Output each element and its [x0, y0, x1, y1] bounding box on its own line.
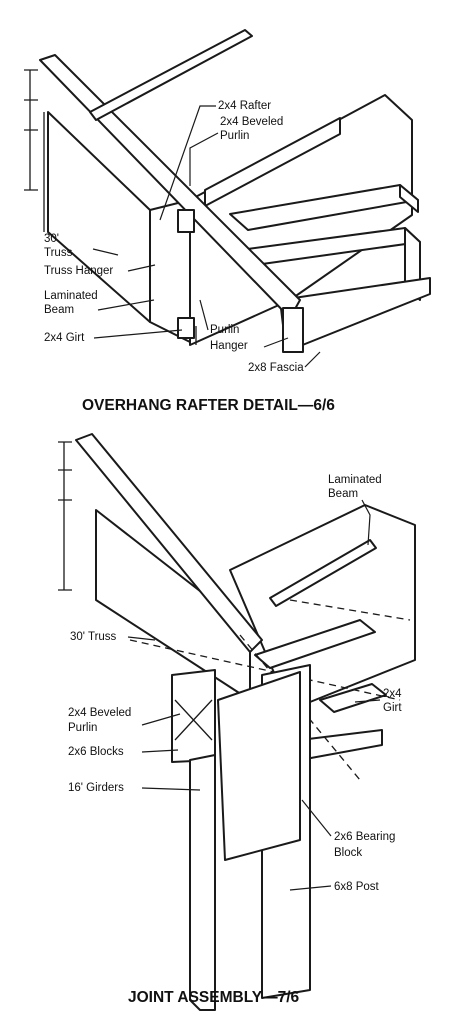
label-truss-2: Truss [44, 247, 73, 259]
label-30-truss: 30' Truss [70, 631, 117, 643]
label-2x4-girt: 2x4 Girt [44, 332, 85, 344]
purlin-shape-2 [269, 539, 377, 607]
label-2x8-fascia: 2x8 Fascia [248, 362, 304, 374]
overhang-rafter-detail: 2x4 Rafter 2x4 Beveled Purlin 30' Truss … [24, 29, 431, 414]
blocks-shape [171, 669, 216, 763]
label-bearing-block-a: 2x6 Bearing [334, 831, 395, 843]
top-rafter-bar [89, 29, 253, 121]
label-laminated-beam-1: Laminated [44, 290, 98, 302]
label-laminated-beam-2: Beam [44, 304, 74, 316]
title-joint-assembly: JOINT ASSEMBLY—7/6 [128, 989, 300, 1006]
label-beveled-purlin-2b: Purlin [68, 722, 97, 734]
label-truss-hanger: Truss Hanger [44, 265, 113, 277]
label-2x4-girt-2b: Girt [383, 702, 402, 714]
label-2x4-rafter: 2x4 Rafter [218, 100, 271, 112]
label-beveled-purlin-1: 2x4 Beveled [220, 116, 283, 128]
label-laminated-beam-2b: Beam [328, 488, 358, 500]
beam-front-face [149, 199, 191, 343]
title-overhang-rafter-detail: OVERHANG RAFTER DETAIL—6/6 [82, 397, 335, 414]
label-purlin-hanger-1: Purlin [210, 324, 239, 336]
joint-assembly-detail: Laminated Beam 30' Truss 2x4 Girt 2x4 Be… [58, 433, 416, 1011]
label-purlin-hanger-2: Hanger [210, 340, 248, 352]
label-2x4-girt-2a: 2x4 [383, 688, 402, 700]
bearing-block-shape [217, 671, 301, 861]
label-beveled-purlin-2: Purlin [220, 130, 249, 142]
beveled-purlin-shape [204, 117, 341, 207]
girt-shape-2 [254, 619, 376, 669]
label-2x6-blocks: 2x6 Blocks [68, 746, 124, 758]
label-6x8-post: 6x8 Post [334, 881, 380, 893]
label-laminated-beam-2a: Laminated [328, 474, 382, 486]
label-bearing-block-b: Block [334, 847, 362, 859]
laminated-beam-shape-2 [229, 504, 416, 711]
girders-shape [299, 729, 383, 761]
label-16-girders: 16' Girders [68, 782, 124, 794]
label-truss-1: 30' [44, 233, 59, 245]
label-beveled-purlin-2a: 2x4 Beveled [68, 707, 131, 719]
top-chord-shape [75, 433, 263, 653]
rafter-shape [39, 54, 301, 319]
